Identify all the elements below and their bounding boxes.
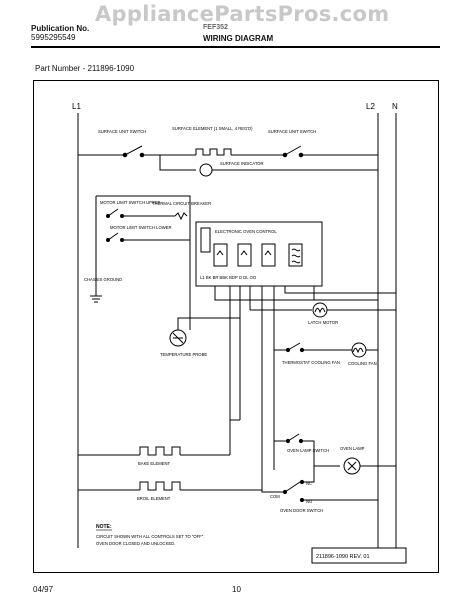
label-surface-unit-switch-right: SURFACE UNIT SWITCH: [268, 129, 316, 134]
surface-indicator-lamp: [199, 163, 213, 177]
note-line-2: OVEN DOOR CLOSED AND UNLOCKED.: [96, 541, 175, 546]
watermark: AppliancePartsPros.com: [95, 2, 390, 26]
label-l1: L1: [72, 102, 81, 111]
label-thermal-breaker: THERMAL CIRCUIT BREAKER: [152, 201, 211, 206]
page-title: WIRING DIAGRAM: [203, 34, 274, 43]
broil-element-coil: [139, 481, 181, 491]
label-latch-motor: LATCH MOTOR: [308, 320, 338, 325]
revision-label: 211896-1090 REV. 01: [316, 554, 370, 560]
surface-switch-left-contact: [124, 145, 143, 156]
label-nc: NC: [306, 481, 312, 486]
publication-number: 5995295549: [31, 33, 76, 42]
part-number: Part Number - 211896-1090: [35, 64, 135, 73]
electronic-oven-control-box: [195, 221, 323, 287]
label-surface-element: SURFACE ELEMENT (1 SMALL, 4 REG'D): [172, 126, 253, 131]
surface-switch-right-contact: [284, 145, 302, 156]
surface-element-coil: [195, 148, 232, 156]
label-oven-door-switch: OVEN DOOR SWITCH: [280, 508, 323, 513]
label-cooling-fan: COOLING FAN: [348, 361, 377, 366]
publication-label: Publication No.: [31, 24, 90, 33]
latch-motor-symbol: [312, 302, 328, 318]
label-no: NO: [306, 499, 313, 504]
bake-element-coil: [139, 446, 181, 456]
label-oven-lamp: OVEN LAMP: [340, 446, 365, 451]
chassis-ground-symbol: [90, 295, 102, 303]
label-broil-element: BROIL ELEMENT: [137, 496, 171, 501]
diagram-frame: [33, 80, 439, 573]
label-n: N: [392, 102, 398, 111]
note-title: NOTE:: [96, 524, 112, 530]
label-surface-unit-switch-left: SURFACE UNIT SWITCH: [98, 129, 146, 134]
model-label: FEF352: [203, 24, 228, 31]
label-oven-lamp-switch: OVEN LAMP SWITCH: [287, 448, 329, 453]
note-line-1: CIRCUIT SHOWN WITH ALL CONTROLS SET TO "…: [96, 534, 204, 539]
revision-box: [311, 547, 407, 564]
label-temperature-probe: TEMPERATURE PROBE: [160, 352, 207, 357]
label-motor-limit-upper: MOTOR LIMIT SWITCH UPPER: [100, 200, 161, 205]
label-chassis-ground: CHASSIS GROUND: [84, 277, 122, 282]
footer-date: 04/97: [33, 585, 54, 594]
label-electronic-oven-control: ELECTRONIC OVEN CONTROL: [215, 229, 277, 234]
label-bake-element: BAKE ELEMENT: [138, 461, 171, 466]
label-l2: L2: [366, 102, 375, 111]
label-surface-indicator: SURFACE INDICATOR: [220, 161, 264, 166]
label-com: COM: [270, 494, 280, 499]
label-thermostat-cooling-fan: THERMOSTAT COOLING FAN: [282, 360, 340, 365]
label-motor-limit-lower: MOTOR LIMIT SWITCH LOWER: [110, 225, 172, 230]
footer-page-number: 10: [232, 585, 241, 594]
label-control-terminals: L1 BK BR BBK BDP O DL OO: [200, 275, 257, 280]
header-rule: [31, 46, 440, 48]
